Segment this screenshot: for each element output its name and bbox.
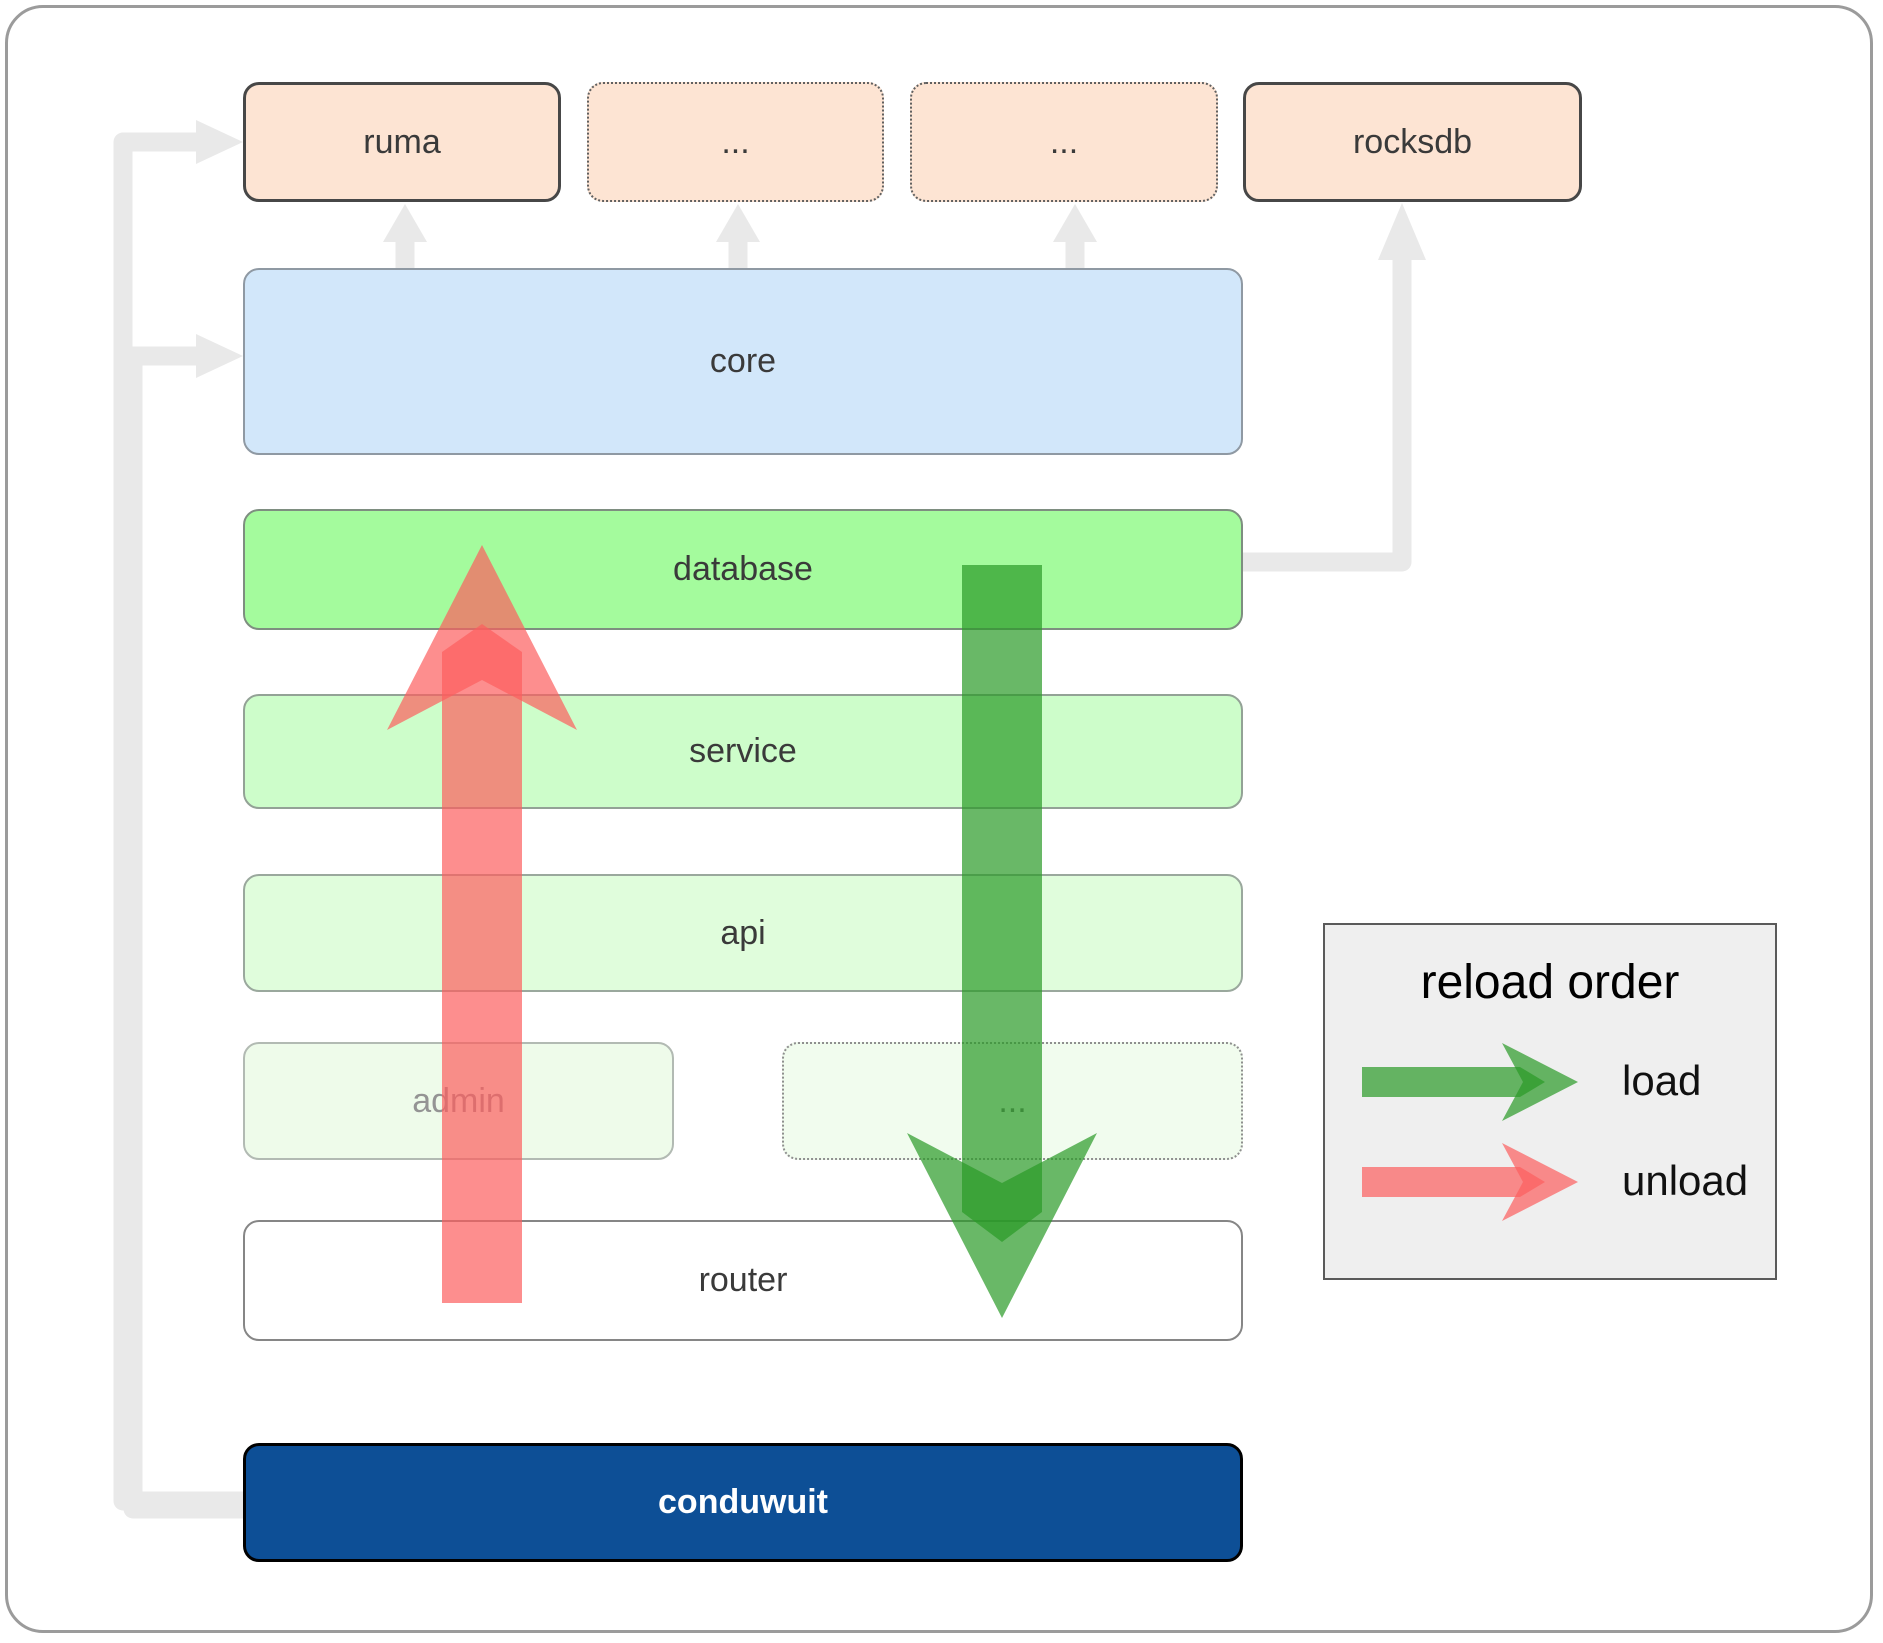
unload-arrow — [387, 545, 577, 1303]
load-arrow — [907, 565, 1097, 1318]
arrowhead-core-mod2 — [1053, 204, 1097, 242]
legend-load-label: load — [1622, 1057, 1702, 1104]
legend-title: reload order — [1420, 956, 1680, 1009]
legend-unload-arrow-shaft — [1362, 1167, 1545, 1197]
load-arrow-head — [907, 1133, 1097, 1318]
legend-load-arrow — [1362, 1043, 1578, 1121]
node-core: core — [243, 268, 1243, 455]
node-ruma: ruma — [243, 82, 561, 202]
node-conduwuit-label: conduwuit — [658, 1483, 828, 1521]
node-api-label: api — [720, 913, 766, 952]
unload-arrow-shaft — [442, 624, 522, 1303]
node-database-label: database — [673, 550, 813, 588]
node-rocksdb-label: rocksdb — [1352, 122, 1473, 161]
node-core-label: core — [709, 342, 777, 380]
arrowhead-to-core — [196, 334, 243, 378]
node-module-ellipsis-2: ... — [910, 82, 1218, 202]
legend-load-arrow-shaft — [1362, 1067, 1545, 1097]
arrowhead-to-ruma — [196, 120, 243, 164]
diagram-frame — [5, 5, 1873, 1633]
node-module-ellipsis-1-label: ... — [721, 122, 750, 161]
node-router: router — [243, 1220, 1243, 1341]
edge-conduwuit-core — [123, 346, 243, 1519]
arrowhead-core-mod1 — [716, 204, 760, 242]
node-service-label: service — [689, 732, 797, 770]
arrowhead-core-ruma — [383, 204, 427, 242]
legend-unload-arrow — [1362, 1143, 1578, 1221]
legend-unload-label: unload — [1622, 1157, 1749, 1204]
node-rocksdb: rocksdb — [1243, 82, 1582, 202]
node-module-ellipsis-2-label: ... — [1049, 122, 1079, 161]
legend-load-arrow-head — [1502, 1043, 1578, 1121]
node-module-ellipsis-1: ... — [587, 82, 884, 202]
legend-unload-arrow-head — [1502, 1143, 1578, 1221]
unload-arrow-head — [387, 545, 577, 730]
node-conduwuit: conduwuit — [243, 1443, 1243, 1562]
node-database: database — [243, 509, 1243, 630]
load-arrow-shaft — [962, 565, 1042, 1242]
arrowhead-to-rocksdb — [1378, 203, 1426, 260]
node-ruma-label: ruma — [363, 122, 441, 161]
edge-database-rocksdb — [1243, 260, 1412, 572]
legend-box: reload order — [1323, 923, 1777, 1280]
node-api: api — [243, 874, 1243, 992]
node-router-label: router — [698, 1261, 788, 1299]
